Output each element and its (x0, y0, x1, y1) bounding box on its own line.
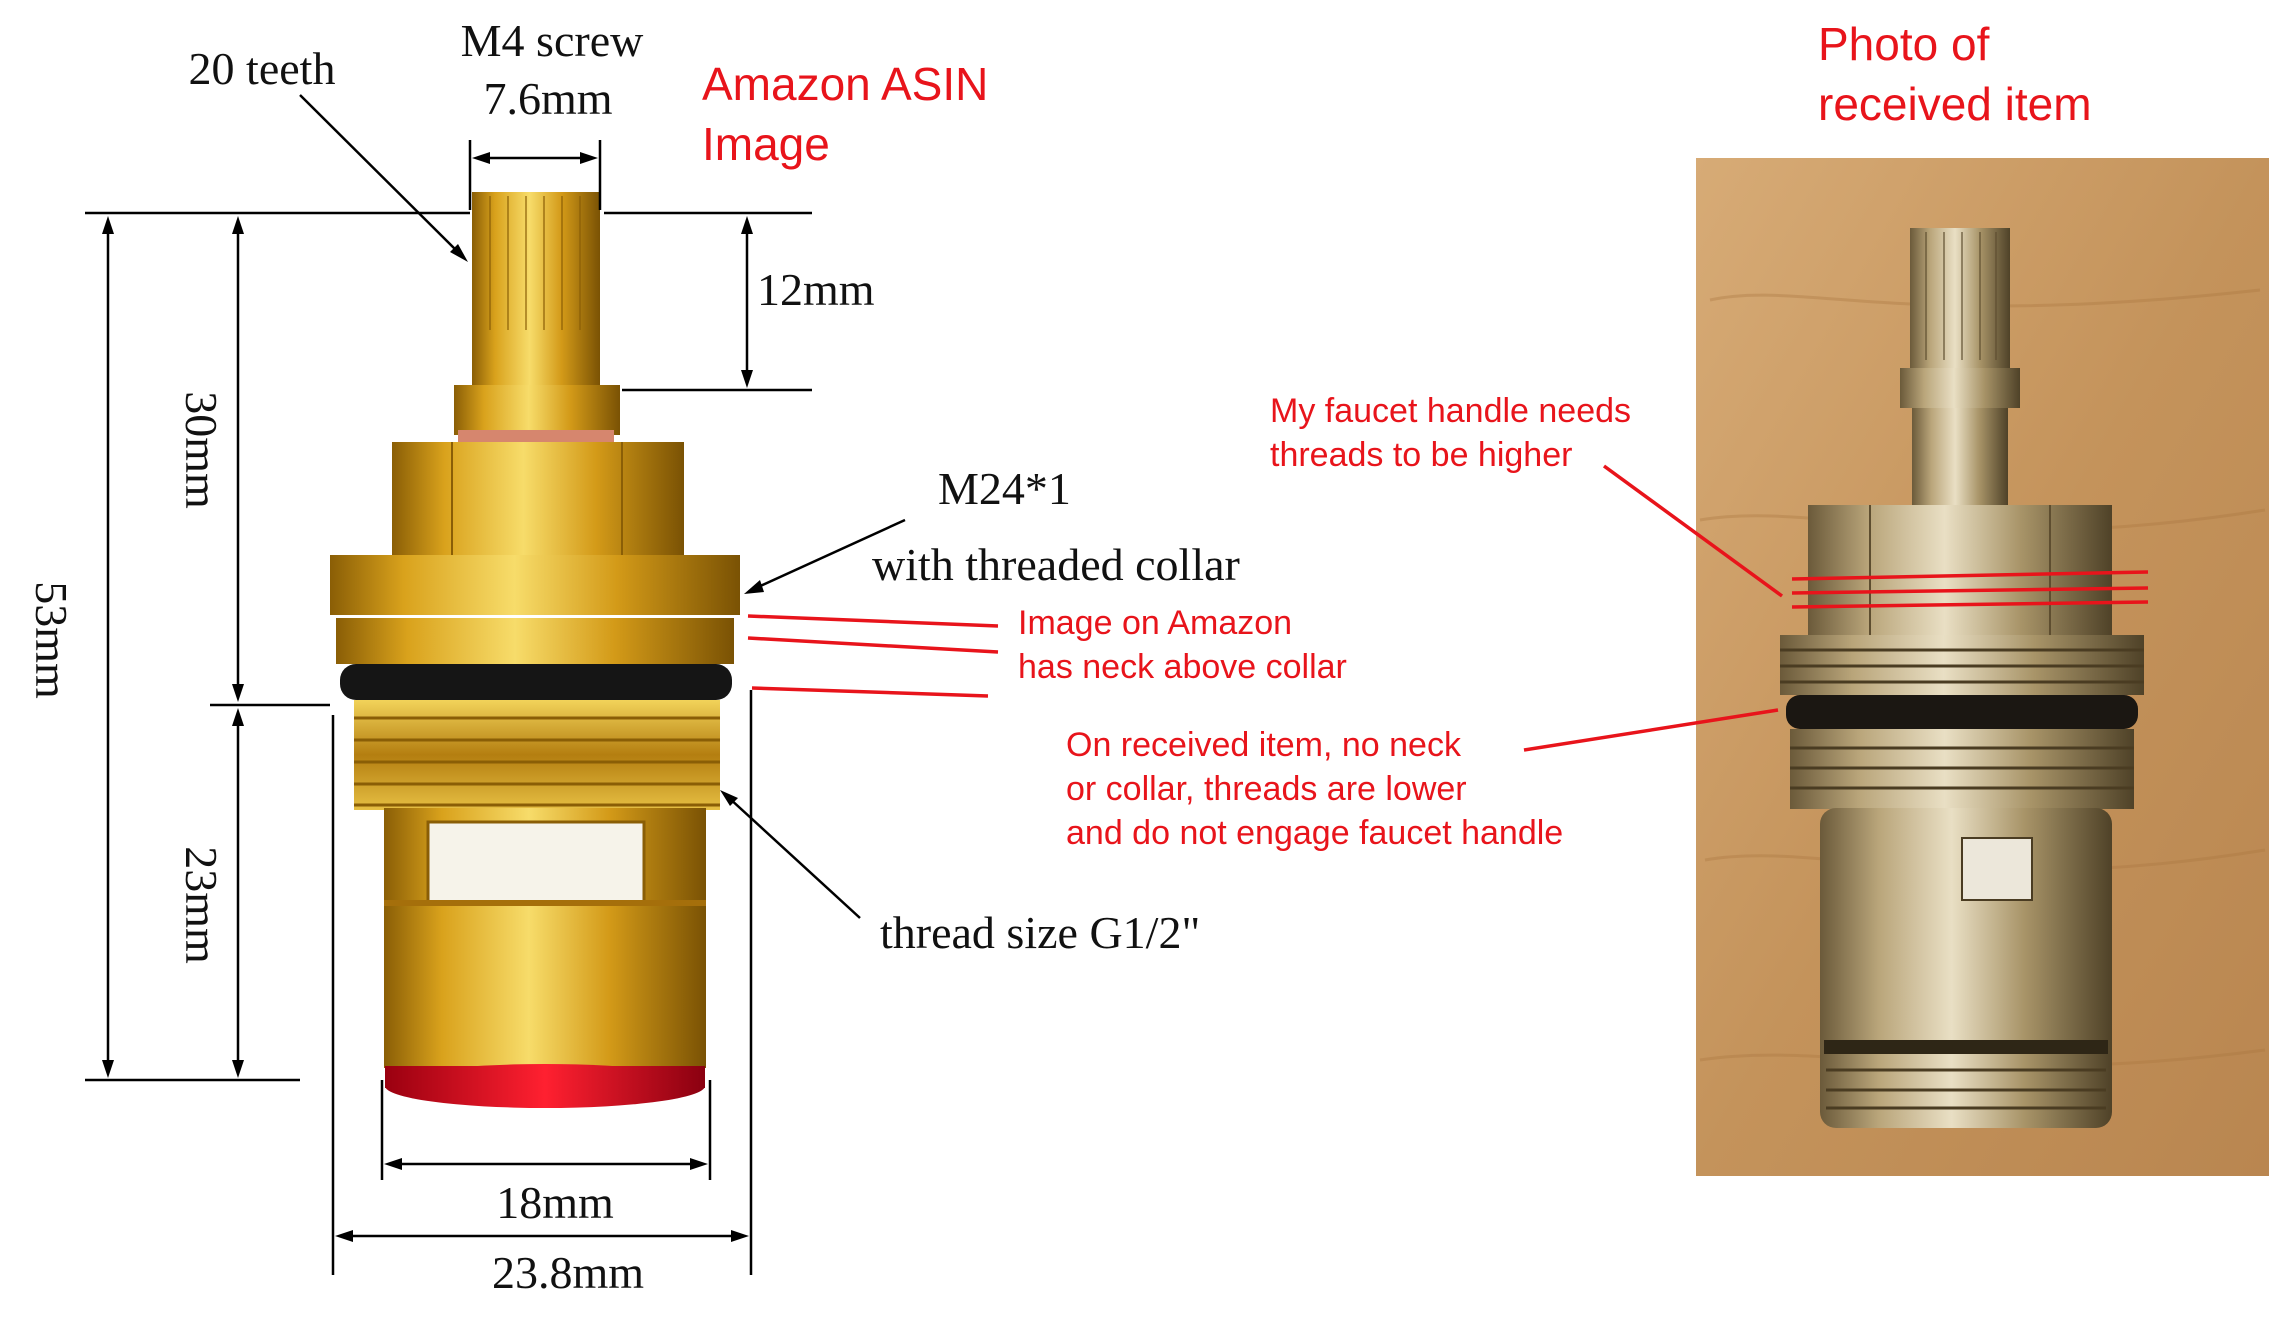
screw-width-label: 7.6mm (483, 73, 612, 124)
received-note-2: or collar, threads are lower (1066, 770, 1467, 808)
drawing-red-lines (747, 614, 999, 698)
photo-red-lines (1523, 464, 2149, 752)
received-note-3: and do not engage faucet handle (1066, 814, 1563, 852)
dimension-lines (85, 94, 906, 1275)
received-item-photo (1696, 158, 2269, 1176)
asin-heading-1: Amazon ASIN (702, 58, 988, 110)
thread-size-label: thread size G1/2" (880, 907, 1200, 958)
photo-heading-1: Photo of (1818, 18, 1990, 70)
base-width-label: 18mm (496, 1177, 614, 1228)
upper-height-label: 30mm (176, 391, 227, 509)
spline-height-label: 12mm (757, 264, 875, 315)
handle-note-2: threads to be higher (1270, 436, 1572, 474)
neck-note-1: Image on Amazon (1018, 604, 1292, 642)
total-height-label: 53mm (26, 581, 77, 699)
cartridge-drawing (330, 192, 740, 1108)
collar-label-2: with threaded collar (872, 539, 1240, 590)
photo-heading-2: received item (1818, 78, 2092, 130)
handle-note-1: My faucet handle needs (1270, 392, 1631, 430)
screw-label: M4 screw (461, 15, 644, 66)
lower-height-label: 23mm (176, 846, 227, 964)
collar-label-1: M24*1 (938, 463, 1071, 514)
asin-heading-2: Image (702, 118, 830, 170)
body-width-label: 23.8mm (492, 1247, 644, 1298)
received-note-1: On received item, no neck (1066, 726, 1462, 764)
teeth-label: 20 teeth (189, 43, 336, 94)
neck-note-2: has neck above collar (1018, 648, 1347, 686)
